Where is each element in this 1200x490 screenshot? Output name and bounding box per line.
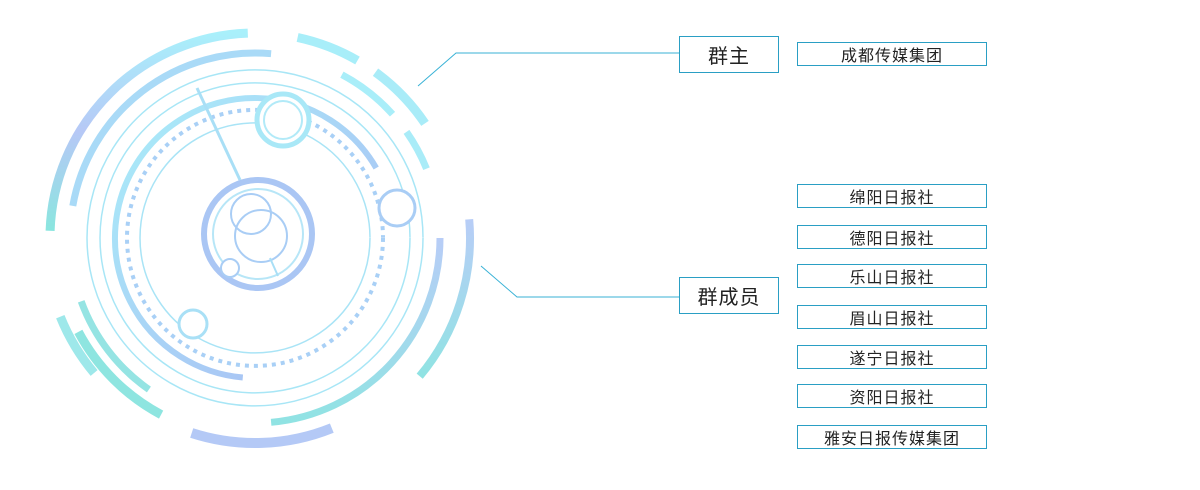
member-org-box: 眉山日报社 [797,305,987,329]
member-org-box: 乐山日报社 [797,264,987,288]
outer-ring-segment [56,314,98,376]
members-role-box: 群成员 [679,277,779,314]
center-inner-ring [212,188,304,280]
owner-org-box: 成都传媒集团 [797,42,987,66]
spoke-line [195,87,242,181]
orbit-node [177,308,209,340]
concentric-rings [45,28,474,448]
member-org-name: 眉山日报社 [849,309,935,328]
owner-role-label: 群主 [708,44,750,68]
center-core-ring [234,209,288,263]
outer-ring-segment [74,329,164,419]
member-org-name: 资阳日报社 [849,388,935,407]
outer-ring-segment [416,218,474,379]
members-connector-line [480,265,679,298]
second-ring-segment [270,237,444,426]
outer-ring-segment [372,68,429,126]
spoke-line [269,257,279,277]
dashed-ring [125,107,385,368]
orbit-node [220,258,240,278]
orbit-nodes [177,91,417,340]
member-org-name: 遂宁日报社 [849,349,935,368]
inner-thin-ring [139,122,371,354]
member-org-box: 绵阳日报社 [797,184,987,208]
member-org-name: 雅安日报传媒集团 [823,429,960,448]
member-org-box: 遂宁日报社 [797,345,987,369]
center-core-ring [230,193,272,235]
outer-ring-segment [190,423,334,448]
outer-ring-segment [45,28,248,231]
thin-ring [99,82,411,394]
members-role-label: 群成员 [697,285,761,309]
member-org-name: 乐山日报社 [849,268,935,287]
second-ring-segment [403,129,430,171]
thin-ring [86,69,424,407]
orbit-node [377,188,417,228]
second-ring-segment [340,71,396,117]
owner-org-name: 成都传媒集团 [840,46,943,65]
orbit-node-inner [263,100,303,140]
member-org-box: 德阳日报社 [797,225,987,249]
center-ring [201,177,315,291]
member-org-box: 雅安日报传媒集团 [797,425,987,449]
owner-role-box: 群主 [679,36,779,73]
owner-connector-line [417,52,679,87]
second-ring-segment [69,49,272,207]
second-ring-segment [77,300,151,393]
main-ring [112,95,379,381]
member-org-name: 绵阳日报社 [849,188,935,207]
member-org-box: 资阳日报社 [797,384,987,408]
outer-ring-segment [296,33,360,65]
member-org-name: 德阳日报社 [849,229,935,248]
